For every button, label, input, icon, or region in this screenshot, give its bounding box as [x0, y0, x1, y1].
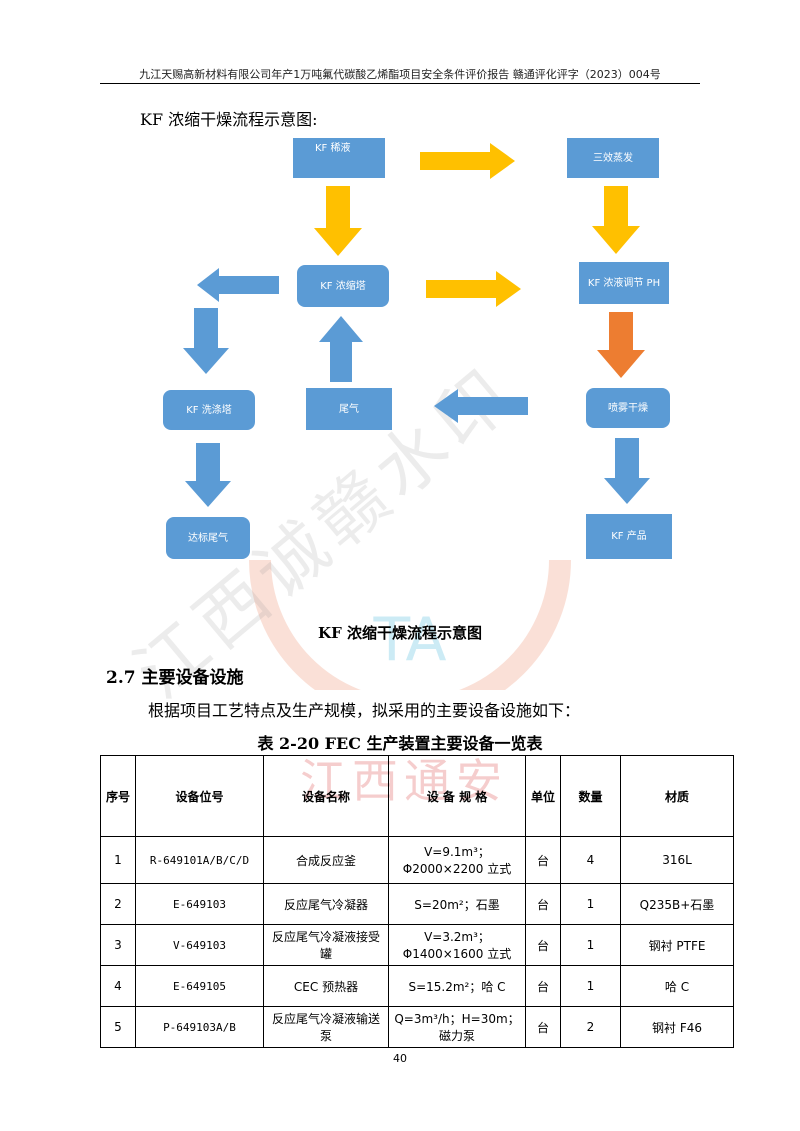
table-row: 1 R-649101A/B/C/D 合成反应釜 V=9.1m³；Φ2000×22…: [100, 836, 734, 884]
cell-material: Q235B+石墨: [620, 883, 734, 925]
page-number: 40: [393, 1052, 407, 1065]
cell-tag: E-649105: [135, 965, 264, 1007]
header-material: 材质: [620, 755, 734, 837]
header-name: 设备名称: [263, 755, 389, 837]
box-ph-adjust: KF 浓液调节 PH: [579, 262, 669, 304]
arrow-down-right-top: [592, 186, 640, 254]
cell-name: 合成反应釜: [263, 836, 389, 884]
cell-material: 钢衬 F46: [620, 1006, 734, 1048]
cell-unit: 台: [525, 836, 561, 884]
table-header-row: 序号 设备位号 设备名称 设 备 规 格 单位 数量 材质: [100, 755, 734, 837]
header-spec: 设 备 规 格: [388, 755, 526, 837]
table-row: 4 E-649105 CEC 预热器 S=15.2m²；哈 C 台 1 哈 C: [100, 965, 734, 1007]
arrow-down-left-middle: [183, 308, 229, 374]
cell-unit: 台: [525, 965, 561, 1007]
arrow-down-spray: [604, 438, 650, 504]
cell-name: 反应尾气冷凝液接受罐: [263, 924, 389, 966]
equipment-table: 序号 设备位号 设备名称 设 备 规 格 单位 数量 材质 1 R-649101…: [100, 755, 734, 1048]
box-kf-wash-tower: KF 洗涤塔: [163, 390, 255, 430]
box-tail-gas: 尾气: [306, 388, 392, 430]
cell-material: 钢衬 PTFE: [620, 924, 734, 966]
cell-spec: S=20m²；石墨: [388, 883, 526, 925]
arrow-right-middle: [426, 271, 521, 307]
flow-diagram: KF 稀液 三效蒸发 KF 浓缩塔 KF 浓液调节 PH KF 洗涤塔 尾气 喷…: [163, 138, 672, 559]
cell-spec: Q=3m³/h；H=30m；磁力泵: [388, 1006, 526, 1048]
cell-tag: V-649103: [135, 924, 264, 966]
header-unit: 单位: [525, 755, 561, 837]
cell-spec: S=15.2m²；哈 C: [388, 965, 526, 1007]
cell-material: 哈 C: [620, 965, 734, 1007]
intro-paragraph: 根据项目工艺特点及生产规模，拟采用的主要设备设施如下：: [148, 701, 581, 720]
page-header: 九江天赐高新材料有限公司年产1万吨氟代碳酸乙烯酯项目安全条件评价报告 赣通评化评…: [139, 68, 661, 81]
cell-name: CEC 预热器: [263, 965, 389, 1007]
section-title: 2.7 主要设备设施: [106, 668, 244, 688]
arrow-down-orange: [597, 312, 645, 378]
arrow-right-top: [420, 143, 515, 179]
cell-seq: 4: [100, 965, 136, 1007]
cell-qty: 4: [560, 836, 621, 884]
box-kf-conc-tower: KF 浓缩塔: [297, 265, 389, 307]
cell-spec: V=3.2m³；Φ1400×1600 立式: [388, 924, 526, 966]
box-standard-gas: 达标尾气: [166, 517, 250, 559]
header-tag: 设备位号: [135, 755, 264, 837]
cell-tag: P-649103A/B: [135, 1006, 264, 1048]
box-kf-product: KF 产品: [586, 514, 672, 559]
header-divider: [100, 83, 700, 84]
table-title: 表 2-20 FEC 生产装置主要设备一览表: [257, 734, 543, 753]
arrow-up-tail-gas: [319, 316, 363, 382]
cell-unit: 台: [525, 924, 561, 966]
cell-tag: E-649103: [135, 883, 264, 925]
cell-seq: 1: [100, 836, 136, 884]
cell-seq: 5: [100, 1006, 136, 1048]
cell-seq: 2: [100, 883, 136, 925]
arrow-down-wash: [185, 443, 231, 507]
cell-qty: 1: [560, 965, 621, 1007]
cell-unit: 台: [525, 883, 561, 925]
box-spray-dry: 喷雾干燥: [586, 388, 670, 428]
cell-name: 反应尾气冷凝器: [263, 883, 389, 925]
header-qty: 数量: [560, 755, 621, 837]
diagram-caption-top: KF 浓缩干燥流程示意图:: [140, 110, 318, 129]
cell-material: 316L: [620, 836, 734, 884]
cell-seq: 3: [100, 924, 136, 966]
arrow-left-top: [197, 268, 279, 302]
cell-qty: 1: [560, 924, 621, 966]
cell-tag: R-649101A/B/C/D: [135, 836, 264, 884]
cell-qty: 2: [560, 1006, 621, 1048]
table-row: 2 E-649103 反应尾气冷凝器 S=20m²；石墨 台 1 Q235B+石…: [100, 883, 734, 925]
figure-caption: KF 浓缩干燥流程示意图: [318, 624, 482, 642]
header-seq: 序号: [100, 755, 136, 837]
box-triple-evap: 三效蒸发: [567, 138, 659, 178]
arrow-down-left-top: [314, 186, 362, 256]
arrow-left-bottom: [434, 389, 528, 423]
cell-unit: 台: [525, 1006, 561, 1048]
table-row: 5 P-649103A/B 反应尾气冷凝液输送泵 Q=3m³/h；H=30m；磁…: [100, 1006, 734, 1048]
cell-name: 反应尾气冷凝液输送泵: [263, 1006, 389, 1048]
cell-spec: V=9.1m³；Φ2000×2200 立式: [388, 836, 526, 884]
cell-qty: 1: [560, 883, 621, 925]
table-row: 3 V-649103 反应尾气冷凝液接受罐 V=3.2m³；Φ1400×1600…: [100, 924, 734, 966]
box-kf-dilute: KF 稀液: [293, 138, 385, 178]
